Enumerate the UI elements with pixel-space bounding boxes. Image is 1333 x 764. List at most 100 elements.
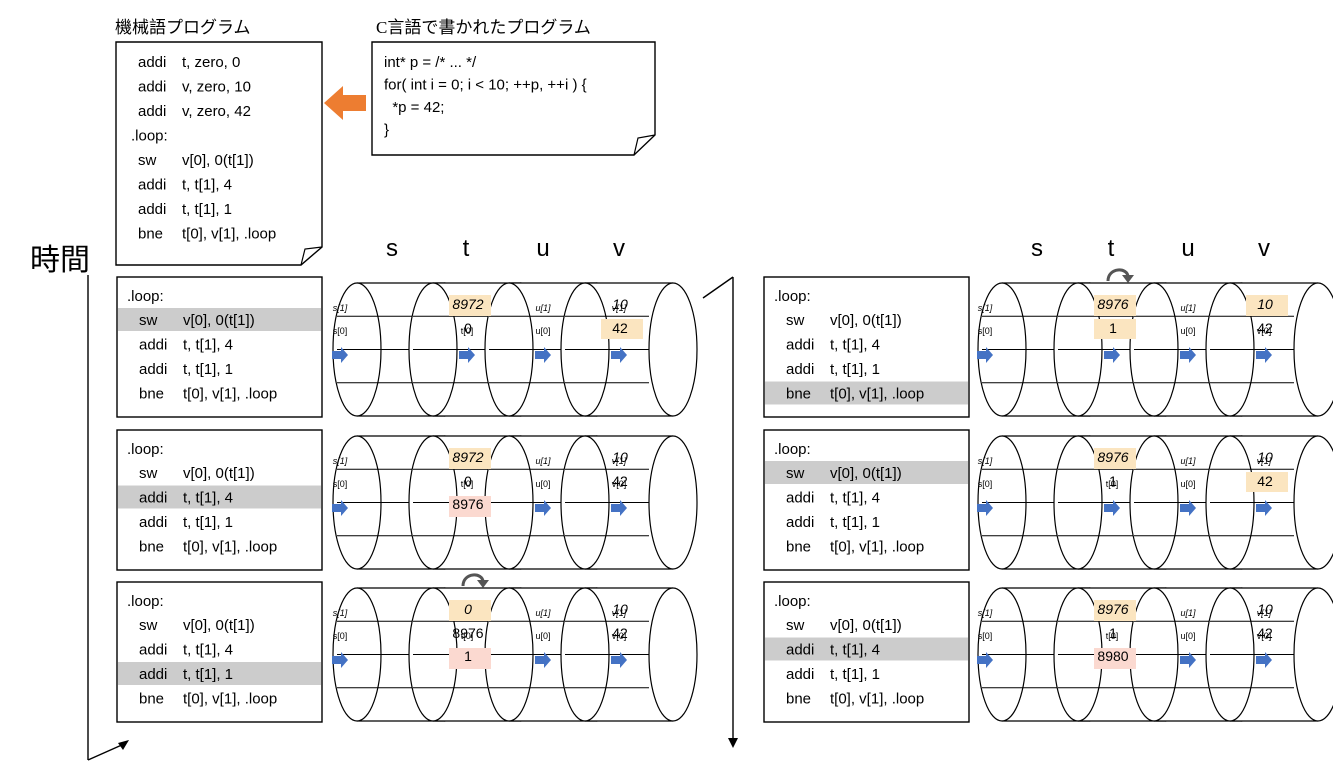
- instruction-args: v[0], 0(t[1]): [183, 465, 255, 482]
- queue-cylinders: [333, 588, 697, 721]
- instruction-op: bne: [786, 691, 811, 708]
- slot-label-s-1: s[1]: [978, 303, 993, 313]
- t-slot1-value: 8976: [1097, 601, 1128, 617]
- step-3: .loop:swv[0], 0(t[1])addit, t[1], 4addit…: [117, 575, 697, 722]
- step-1: .loop:swv[0], 0(t[1])addit, t[1], 4addit…: [117, 277, 697, 417]
- instruction-args: t, t[1], 1: [830, 666, 880, 683]
- machine-code-op: addi: [138, 103, 166, 120]
- column-header-u: u: [536, 235, 549, 262]
- instruction-op: addi: [139, 337, 167, 354]
- instruction-op: addi: [139, 361, 167, 378]
- instruction-op: addi: [139, 490, 167, 507]
- continuation-arrowhead-icon: [728, 738, 738, 748]
- instruction-args: t[0], v[1], .loop: [830, 539, 924, 556]
- instruction-box: .loop:swv[0], 0(t[1])addit, t[1], 4addit…: [117, 430, 322, 570]
- instruction-args: t, t[1], 4: [183, 337, 233, 354]
- column-header-s: s: [1031, 235, 1043, 262]
- column-header-v: v: [1258, 235, 1270, 262]
- slot-label-s-0: s[0]: [333, 326, 348, 336]
- instruction-args: v[0], 0(t[1]): [830, 617, 902, 634]
- instruction-op: sw: [786, 617, 805, 634]
- instruction-args: t[0], v[1], .loop: [183, 691, 277, 708]
- v-slot0-value: 42: [612, 625, 628, 641]
- continuation-connector: [703, 277, 733, 298]
- instruction-args: v[0], 0(t[1]): [183, 617, 255, 634]
- machine-code-args: t, t[1], 1: [182, 201, 232, 218]
- queue-cylinders: [333, 436, 697, 569]
- slot-label-u-1: u[1]: [535, 303, 551, 313]
- v-slot1-value: 10: [1257, 601, 1273, 617]
- t-slot1-value: 0: [464, 601, 472, 617]
- instruction-op: bne: [786, 386, 811, 403]
- instruction-args: v[0], 0(t[1]): [830, 312, 902, 329]
- slot-label-u-0: u[0]: [1180, 326, 1195, 336]
- instruction-args: t, t[1], 1: [183, 361, 233, 378]
- compile-arrow-icon: [324, 86, 366, 120]
- slot-label-s-1: s[1]: [333, 303, 348, 313]
- v-slot0-value: 42: [1257, 625, 1273, 641]
- machine-code-op: sw: [138, 152, 157, 169]
- instruction-op: sw: [786, 465, 805, 482]
- time-axis-label: 時間: [30, 244, 90, 277]
- slot-label-s-1: s[1]: [333, 608, 348, 618]
- queue-cylinders: [978, 588, 1333, 721]
- slot-label-u-0: u[0]: [1180, 631, 1195, 641]
- machine-code-label: .loop:: [131, 128, 168, 145]
- t-slot0-value: 1: [1109, 320, 1117, 336]
- v-slot1-value: 10: [612, 601, 628, 617]
- t-slot0-value: 0: [464, 320, 472, 336]
- slot-label-s-0: s[0]: [333, 631, 348, 641]
- slot-label-u-0: u[0]: [535, 326, 550, 336]
- slot-label-s-0: s[0]: [333, 479, 348, 489]
- loop-label: .loop:: [127, 593, 164, 610]
- instruction-op: sw: [139, 465, 158, 482]
- instruction-op: addi: [139, 642, 167, 659]
- instruction-args: v[0], 0(t[1]): [183, 312, 255, 329]
- slot-label-s-0: s[0]: [978, 326, 993, 336]
- instruction-args: t[0], v[1], .loop: [830, 691, 924, 708]
- instruction-op: addi: [786, 337, 814, 354]
- instruction-box: .loop:swv[0], 0(t[1])addit, t[1], 4addit…: [764, 582, 969, 722]
- instruction-args: t, t[1], 4: [183, 642, 233, 659]
- rotate-arrowhead-icon: [1122, 275, 1134, 283]
- queue-cylinders: [333, 283, 697, 416]
- v-slot1-value: 10: [1257, 296, 1273, 312]
- instruction-args: v[0], 0(t[1]): [830, 465, 902, 482]
- instruction-op: addi: [786, 361, 814, 378]
- v-slot1-value: 10: [1257, 449, 1273, 465]
- instruction-args: t, t[1], 1: [183, 666, 233, 683]
- column-header-s: s: [386, 235, 398, 262]
- machine-code-args: v, zero, 42: [182, 103, 251, 120]
- slot-label-u-0: u[0]: [535, 631, 550, 641]
- loop-label: .loop:: [127, 441, 164, 458]
- instruction-op: sw: [139, 617, 158, 634]
- t-slot1-value: 8976: [1097, 296, 1128, 312]
- machine-code-box: addit, zero, 0addiv, zero, 10addiv, zero…: [116, 42, 322, 265]
- c-code-line: for( int i = 0; i < 10; ++p, ++i ) {: [384, 77, 587, 94]
- instruction-op: bne: [139, 691, 164, 708]
- loop-label: .loop:: [774, 441, 811, 458]
- t-slot0-value: 8976: [452, 625, 483, 641]
- loop-label: .loop:: [127, 288, 164, 305]
- c-code-line: *p = 42;: [384, 99, 444, 116]
- v-slot0-value: 42: [1257, 320, 1273, 336]
- machine-code-op: bne: [138, 226, 163, 243]
- step-6: .loop:swv[0], 0(t[1])addit, t[1], 4addit…: [764, 582, 1333, 722]
- v-slot0-value: 42: [612, 473, 628, 489]
- loop-label: .loop:: [774, 593, 811, 610]
- machine-code-op: addi: [138, 177, 166, 194]
- loop-label: .loop:: [774, 288, 811, 305]
- slot-label-s-1: s[1]: [978, 608, 993, 618]
- machine-code-args: t[0], v[1], .loop: [182, 226, 276, 243]
- column-header-t: t: [1108, 235, 1115, 262]
- column-header-u: u: [1181, 235, 1194, 262]
- instruction-op: bne: [786, 539, 811, 556]
- instruction-args: t, t[1], 4: [830, 490, 880, 507]
- v-slot0-value: 42: [612, 320, 628, 336]
- instruction-op: addi: [139, 666, 167, 683]
- machine-code-args: v, zero, 10: [182, 79, 251, 96]
